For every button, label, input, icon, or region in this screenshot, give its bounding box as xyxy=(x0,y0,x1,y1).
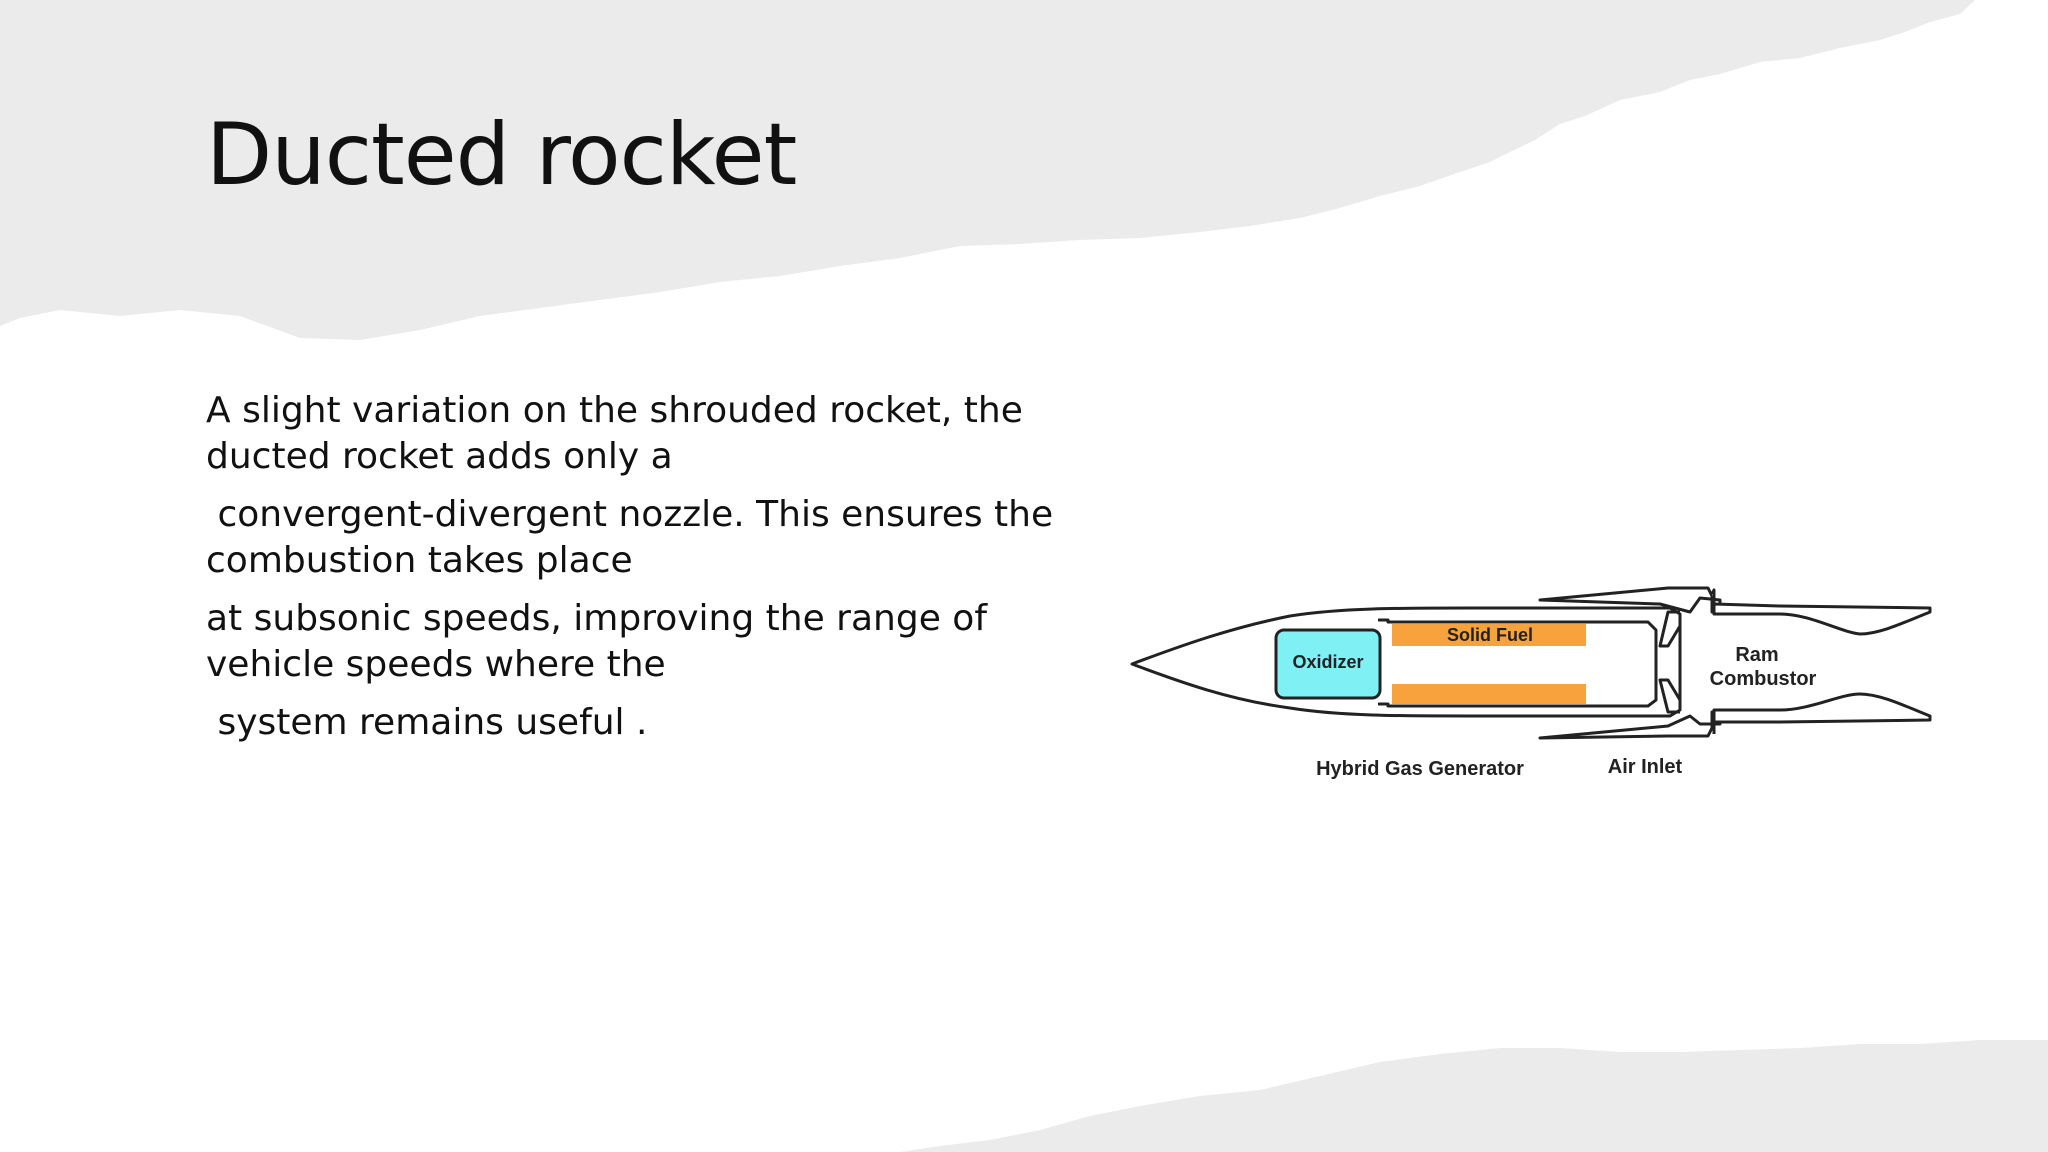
solid-fuel-upper xyxy=(1392,624,1586,646)
top-torn-paper xyxy=(0,0,1975,340)
slide-title: Ducted rocket xyxy=(206,105,797,205)
gas-generator-casing xyxy=(1378,618,1658,708)
ram-label: Ram xyxy=(1735,644,1778,666)
body-text: A slight variation on the shrouded rocke… xyxy=(206,388,1066,758)
oxidizer-chamber xyxy=(1274,628,1382,700)
upper-inlet-duct xyxy=(1658,610,1682,648)
air-inlet-label: Air Inlet xyxy=(1608,756,1683,778)
ducted-rocket-diagram: Oxidizer Solid Fuel Ram Combustor Hybrid… xyxy=(1130,586,1932,780)
body-paragraph: at subsonic speeds, improving the range … xyxy=(206,598,999,685)
bottom-torn-paper xyxy=(900,1040,2048,1152)
lower-inlet-duct xyxy=(1658,678,1682,714)
hybrid-gas-generator-label: Hybrid Gas Generator xyxy=(1316,758,1524,780)
solid-fuel-lower xyxy=(1392,684,1586,704)
body-paragraph: A slight variation on the shrouded rocke… xyxy=(206,390,1035,477)
oxidizer-label: Oxidizer xyxy=(1292,652,1363,672)
upper-nozzle-wall xyxy=(1710,588,1932,636)
lower-nozzle-wall xyxy=(1712,692,1932,734)
body-paragraph: system remains useful . xyxy=(206,702,648,743)
solid-fuel-label: Solid Fuel xyxy=(1447,625,1533,645)
body-paragraph: convergent-divergent nozzle. This ensure… xyxy=(206,494,1065,581)
combustor-label: Combustor xyxy=(1710,668,1817,690)
